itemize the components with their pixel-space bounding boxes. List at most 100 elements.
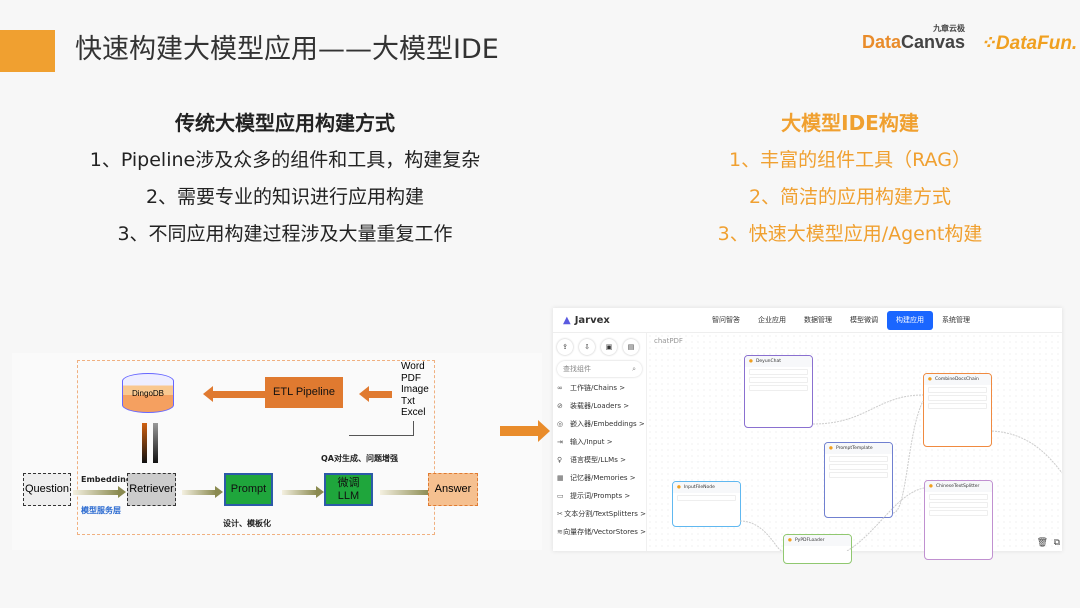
chip-icon: ▦ [557, 474, 564, 482]
node-title: CombineDocsChain [924, 374, 991, 385]
sidebar-item-memories[interactable]: ▦ 记忆器/Memories > [553, 469, 646, 487]
sidebar-item-label: 输入/Input > [570, 438, 613, 446]
ide-heading: 大模型IDE构建 [781, 111, 919, 135]
import-icon[interactable]: ⇪ [557, 339, 573, 355]
scissors-icon: ✂ [557, 510, 563, 518]
up-arrow [142, 423, 147, 463]
code-icon[interactable]: ▣ [601, 339, 617, 355]
nav-data-management[interactable]: 数据管理 [804, 316, 832, 324]
title-accent-bar [0, 30, 55, 72]
fingerprint-icon: ◎ [557, 420, 564, 428]
node-combinedocschain[interactable]: CombineDocsChain [923, 373, 992, 447]
sidebar-item-prompts[interactable]: ▭提示词/Prompts > [553, 487, 646, 505]
nav-build-app[interactable]: 构建应用 [887, 310, 933, 330]
node-title: PromptTemplate [825, 443, 892, 454]
nav-system-management[interactable]: 系统管理 [942, 316, 970, 324]
source-list: Word PDF Image Txt Excel [401, 361, 429, 419]
traditional-item: 1、Pipeline涉及众多的组件和工具，构建复杂 [89, 149, 481, 171]
search-icon: ⌕ [632, 364, 636, 373]
datafun-logo: ⁘DataFun. [980, 33, 1078, 54]
node-chinesetextsplitter[interactable]: ChineseTextSplitter [924, 480, 993, 560]
source-pdf: PDF [401, 372, 421, 384]
arrow-prompt-llm [282, 486, 324, 498]
nav-qa[interactable]: 智问智答 [712, 316, 740, 324]
qa-label: QA对生成、问题增强 [321, 454, 398, 463]
search-placeholder: 查找组件 [563, 365, 591, 373]
delete-icon[interactable]: 🗑 [1036, 538, 1048, 548]
node-title: DeyunChat [745, 356, 812, 367]
sidebar-item-loaders[interactable]: ⊘ 装载器/Loaders > [553, 397, 646, 415]
sidebar-item-input[interactable]: ⇥ 输入/Input > [553, 433, 646, 451]
sidebar-item-chains[interactable]: ∞ 工作链/Chains > [553, 379, 646, 397]
node-connections [739, 394, 1062, 551]
component-sidebar: ⇪⇩▣▤ 查找组件⌕ ∞工作链/Chains > ⊘装载器/Loaders > … [553, 333, 647, 551]
source-word: Word [401, 361, 425, 372]
dingodb-database: DingoDB [122, 373, 174, 413]
arrow-to-etl [359, 386, 392, 402]
source-txt: Txt [401, 395, 415, 407]
flow-canvas[interactable]: chatPDF DeyunChat CombineDocsChain Promp… [647, 333, 1062, 564]
paperclip-icon: ⊘ [557, 402, 563, 410]
export-icon[interactable]: ⇩ [579, 339, 595, 355]
traditional-item: 2、需要专业的知识进行应用构建 [145, 186, 425, 208]
ide-column: 大模型IDE构建 1、丰富的组件工具（RAG） 2、简洁的应用构建方式 3、快速… [600, 105, 1080, 253]
save-icon[interactable]: ▤ [623, 339, 639, 355]
source-image: Image [401, 384, 429, 395]
etl-pipeline-box: ETL Pipeline [265, 377, 343, 408]
llm-box: 微调 LLM [324, 473, 373, 506]
pipeline-boundary [77, 360, 435, 535]
sidebar-item-vectorstores[interactable]: ≋向量存储/VectorStores > [553, 523, 646, 541]
ide-item: 2、简洁的应用构建方式 [748, 186, 952, 208]
arrow-retriever-prompt [182, 486, 223, 498]
ide-item: 3、快速大模型应用/Agent构建 [717, 223, 983, 245]
node-pypdfloader[interactable]: PyPDFLoader [783, 534, 852, 564]
embedding-label: Embedding [81, 475, 132, 484]
service-layer-label: 模型服务层 [81, 506, 121, 515]
sidebar-item-label: 装载器/Loaders > [570, 402, 630, 410]
sidebar-item-embeddings[interactable]: ◎ 嵌入器/Embeddings > [553, 415, 646, 433]
node-prompttemplate[interactable]: PromptTemplate [824, 442, 893, 518]
retriever-box: Retriever [127, 473, 176, 506]
copy-icon[interactable]: ⧉ [1053, 538, 1060, 548]
brand-name: Jarvex [574, 314, 610, 326]
sidebar-item-textsplitters[interactable]: ✂文本分割/TextSplitters > [553, 505, 646, 523]
jarvex-ide-screenshot: ▲Jarvex 智问智答 企业应用 数据管理 模型微调 构建应用 系统管理 ⇪ ⇩… [553, 308, 1062, 564]
sidebar-item-label: 记忆器/Memories > [570, 474, 636, 482]
app-header: ▲Jarvex 智问智答 企业应用 数据管理 模型微调 构建应用 系统管理 [553, 308, 1062, 333]
sidebar-item-llms[interactable]: ♀语言模型/LLMs > [553, 451, 646, 469]
rag-pipeline-diagram: DingoDB ETL Pipeline Word PDF Image Txt … [12, 353, 542, 550]
arrow-llm-answer [380, 486, 437, 498]
sidebar-item-label: 向量存储/VectorStores > [563, 528, 646, 536]
terminal-icon: ▭ [557, 492, 564, 500]
bulb-icon: ♀ [557, 456, 563, 464]
ide-item: 1、丰富的组件工具（RAG） [729, 149, 971, 171]
prompt-note: 设计、模板化 [223, 519, 271, 528]
jarvex-logo-icon: ▲ [563, 314, 571, 326]
question-box: Question [23, 473, 71, 506]
arrow-question-retriever [73, 486, 126, 498]
node-title: InputFileNode [673, 482, 740, 493]
slide-title: 快速构建大模型应用——大模型IDE [75, 34, 499, 65]
source-excel: Excel [401, 407, 426, 418]
node-title: ChineseTextSplitter [925, 481, 992, 492]
answer-box: Answer [428, 473, 478, 506]
node-title: PyPDFLoader [784, 535, 851, 546]
nav-model-finetune[interactable]: 模型微调 [850, 316, 878, 324]
sidebar-item-label: 嵌入器/Embeddings > [570, 420, 645, 428]
qa-connector [349, 421, 414, 436]
traditional-heading: 传统大模型应用构建方式 [175, 111, 395, 135]
brand: ▲Jarvex [563, 315, 703, 326]
arrow-to-db [203, 386, 266, 402]
transition-arrow [500, 420, 550, 442]
traditional-item: 3、不同应用构建过程涉及大量重复工作 [117, 223, 453, 245]
sidebar-item-label: 工作链/Chains > [570, 384, 626, 392]
component-search-input[interactable]: 查找组件 ⌕ [557, 361, 642, 377]
canvas-title: chatPDF [654, 337, 683, 345]
nav-enterprise-apps[interactable]: 企业应用 [758, 316, 786, 324]
node-deyunchat[interactable]: DeyunChat [744, 355, 813, 428]
layers-icon: ≋ [557, 528, 563, 536]
node-inputfilenode[interactable]: InputFileNode [672, 481, 741, 527]
input-icon: ⇥ [557, 438, 563, 446]
link-icon: ∞ [557, 384, 563, 392]
